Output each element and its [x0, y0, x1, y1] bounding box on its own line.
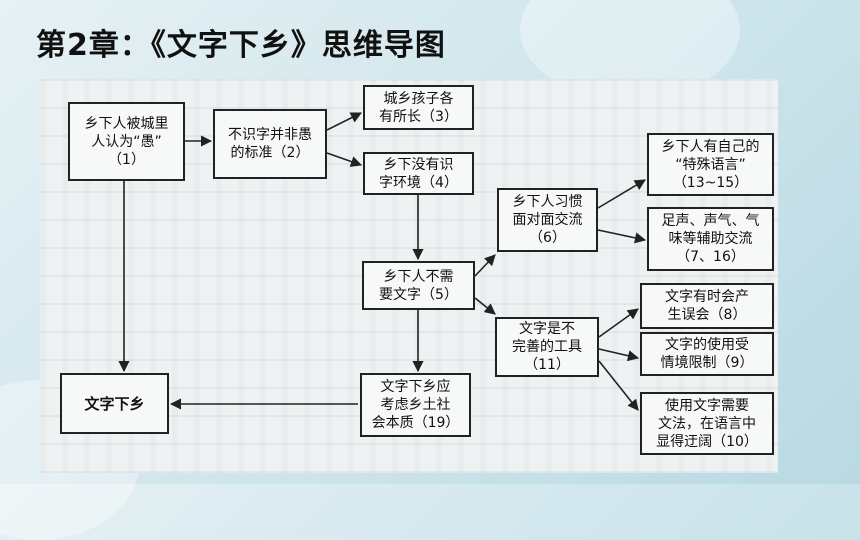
node-6: 乡下人习惯 面对面交流 （6） [497, 188, 598, 252]
node-13: 乡下人有自己的 “特殊语言” （13~15） [647, 133, 774, 196]
connector-layer [118, 112, 647, 411]
arrow-6-7 [597, 229, 647, 244]
node-9: 文字的使用受 情境限制（9） [640, 332, 774, 376]
node-19: 文字下乡应 考虑乡土社 会本质（19） [360, 373, 471, 437]
arrow-11-10 [598, 360, 639, 411]
node-3: 城乡孩子各 有所长（3） [363, 85, 474, 130]
arrow-5-11 [474, 297, 496, 315]
node-end: 文字下乡 [60, 373, 169, 434]
node-10: 使用文字需要 文法，在语言中 显得迂阔（10） [640, 392, 774, 455]
node-2: 不识字并非愚 的标准（2） [213, 109, 327, 179]
node-11: 文字是不 完善的工具 （11） [495, 317, 599, 377]
node-4: 乡下没有识 字环境（4） [363, 152, 474, 195]
node-1: 乡下人被城里 人认为“愚” （1） [68, 102, 185, 181]
arrow-5-6 [474, 254, 496, 277]
node-8: 文字有时会产 生误会（8） [640, 283, 774, 329]
arrow-11-9 [598, 348, 640, 362]
node-7: 足声、声气、气 味等辅助交流 （7、16） [647, 207, 774, 271]
arrow-6-13 [597, 179, 646, 209]
arrow-2-3 [326, 112, 363, 131]
node-5: 乡下人不需 要文字（5） [362, 261, 475, 310]
slide-title: 第2章：《文字下乡》思维导图 [36, 28, 446, 63]
arrow-11-8 [598, 308, 639, 338]
arrow-2-4 [326, 152, 363, 167]
